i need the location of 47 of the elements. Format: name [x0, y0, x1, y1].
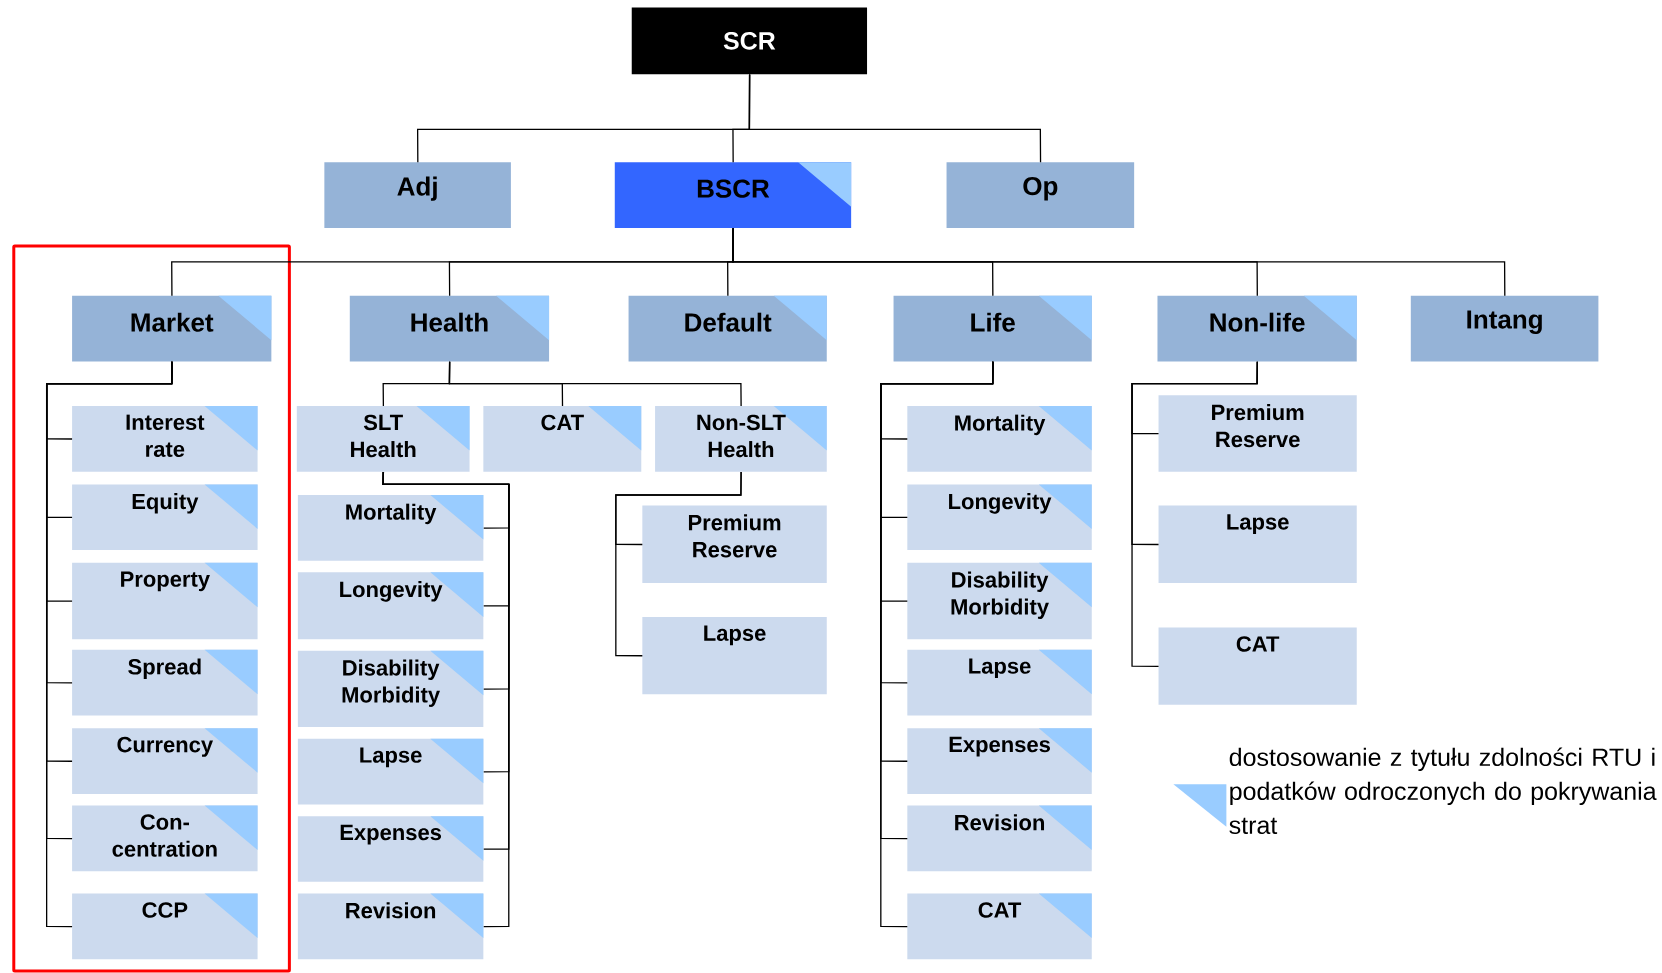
submodule-box: Revision [907, 805, 1092, 872]
submodule-box: Property [72, 562, 258, 640]
module-box: Non-life [1157, 295, 1357, 362]
submodule-box: Longevity [297, 572, 484, 640]
connector-line [880, 361, 994, 928]
module-box: Health [349, 295, 550, 362]
module-box: Intang [1410, 295, 1599, 362]
submodule-box: Equity [72, 484, 258, 551]
submodule-box: CCP [72, 893, 258, 960]
connector-line [46, 361, 173, 928]
submodule-box: Lapse [1158, 505, 1357, 583]
submodule-box: Lapse [907, 649, 1092, 716]
connector-line [382, 471, 510, 928]
legend-text: dostosowanie z tytułu zdolności RTU i podatków odroczonych do pokrywania strat [1229, 747, 1657, 835]
submodule-box: Expenses [297, 816, 484, 882]
submodule-box: Mortality [297, 495, 484, 561]
submodule-box: CAT [907, 893, 1092, 960]
category-box: BSCR [614, 162, 852, 228]
module-box: Default [628, 295, 827, 362]
category-box: Op [946, 162, 1135, 228]
submodule-box: Longevity [907, 484, 1092, 551]
submodule-box: Premium Reserve [1158, 395, 1357, 472]
connector-line [1131, 361, 1258, 667]
submodule-box: Revision [297, 893, 484, 960]
submodule-box: Expenses [907, 728, 1092, 794]
submodule-box: Lapse [297, 738, 484, 805]
submodule-box: SLT Health [296, 405, 470, 472]
submodule-box: Lapse [642, 616, 827, 695]
submodule-box: Premium Reserve [642, 505, 827, 583]
connector-line [615, 471, 742, 657]
submodule-box: Interest rate [72, 405, 258, 472]
module-box: Life [893, 295, 1092, 362]
submodule-box: Mortality [907, 405, 1092, 472]
submodule-box: CAT [483, 405, 642, 472]
submodule-box: Non-SLT Health [655, 405, 827, 472]
connector-line [732, 227, 1506, 297]
submodule-box: Con- centration [72, 805, 258, 872]
submodule-box: Disability Morbidity [297, 650, 484, 728]
category-box: Adj [324, 162, 511, 228]
submodule-box: Disability Morbidity [907, 562, 1092, 640]
submodule-box: Spread [72, 649, 258, 716]
connector-line [748, 73, 1042, 163]
connector-line [448, 361, 742, 407]
submodule-box: CAT [1158, 627, 1357, 705]
submodule-box: Currency [72, 728, 258, 794]
module-box: Market [72, 295, 272, 362]
root-box: SCR [631, 7, 868, 75]
